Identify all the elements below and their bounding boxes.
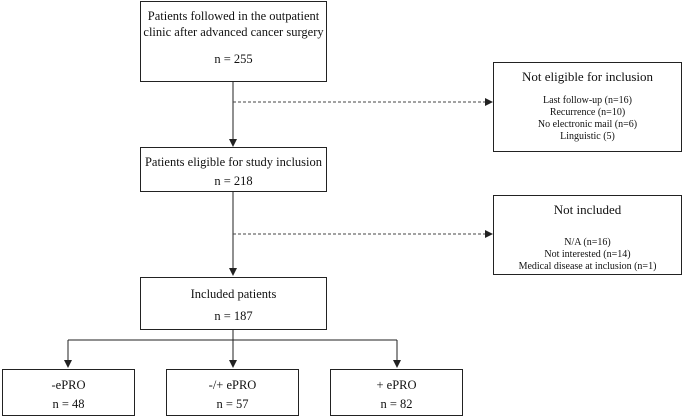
list-item: Linguistic (5) [560, 131, 615, 142]
box-epro-negative: -ePRO n = 48 [2, 369, 135, 416]
box-eligible-title: Patients eligible for study inclusion [144, 155, 323, 169]
box-followed-title: Patients followed in the outpatient clin… [143, 9, 324, 39]
list-item: N/A (n=16) [564, 237, 611, 248]
box-included-title: Included patients [190, 287, 277, 301]
box-eligible-count: n = 218 [214, 174, 253, 188]
box-not-included-title: Not included [553, 202, 622, 217]
list-item: No electronic mail (n=6) [537, 119, 638, 130]
box-included-patients: Included patients n = 187 [140, 277, 327, 330]
list-item: Medical disease at inclusion (n=1) [518, 261, 657, 272]
box-epro-mixed: -/+ ePRO n = 57 [166, 369, 299, 416]
list-item: Not interested (n=14) [544, 249, 631, 260]
not-eligible-list: Last follow-up (n=16) Recurrence (n=10) … [494, 95, 681, 143]
box-epro-mixed-title: -/+ ePRO [208, 378, 257, 392]
box-epro-positive-title: + ePRO [376, 378, 417, 392]
box-epro-positive-count: n = 82 [380, 397, 413, 411]
box-not-eligible-title: Not eligible for inclusion [521, 69, 654, 84]
box-epro-negative-title: -ePRO [51, 378, 86, 392]
box-epro-negative-count: n = 48 [52, 397, 85, 411]
box-included-count: n = 187 [214, 309, 253, 323]
box-epro-mixed-count: n = 57 [216, 397, 249, 411]
box-followed-patients: Patients followed in the outpatient clin… [140, 1, 327, 82]
not-included-list: N/A (n=16) Not interested (n=14) Medical… [494, 237, 681, 273]
box-not-included: Not included N/A (n=16) Not interested (… [493, 195, 682, 275]
list-item: Recurrence (n=10) [549, 107, 626, 118]
box-followed-count: n = 255 [214, 52, 253, 66]
box-not-eligible: Not eligible for inclusion Last follow-u… [493, 62, 682, 152]
box-epro-positive: + ePRO n = 82 [330, 369, 463, 416]
box-eligible-patients: Patients eligible for study inclusion n … [140, 147, 327, 192]
list-item: Last follow-up (n=16) [543, 95, 632, 106]
